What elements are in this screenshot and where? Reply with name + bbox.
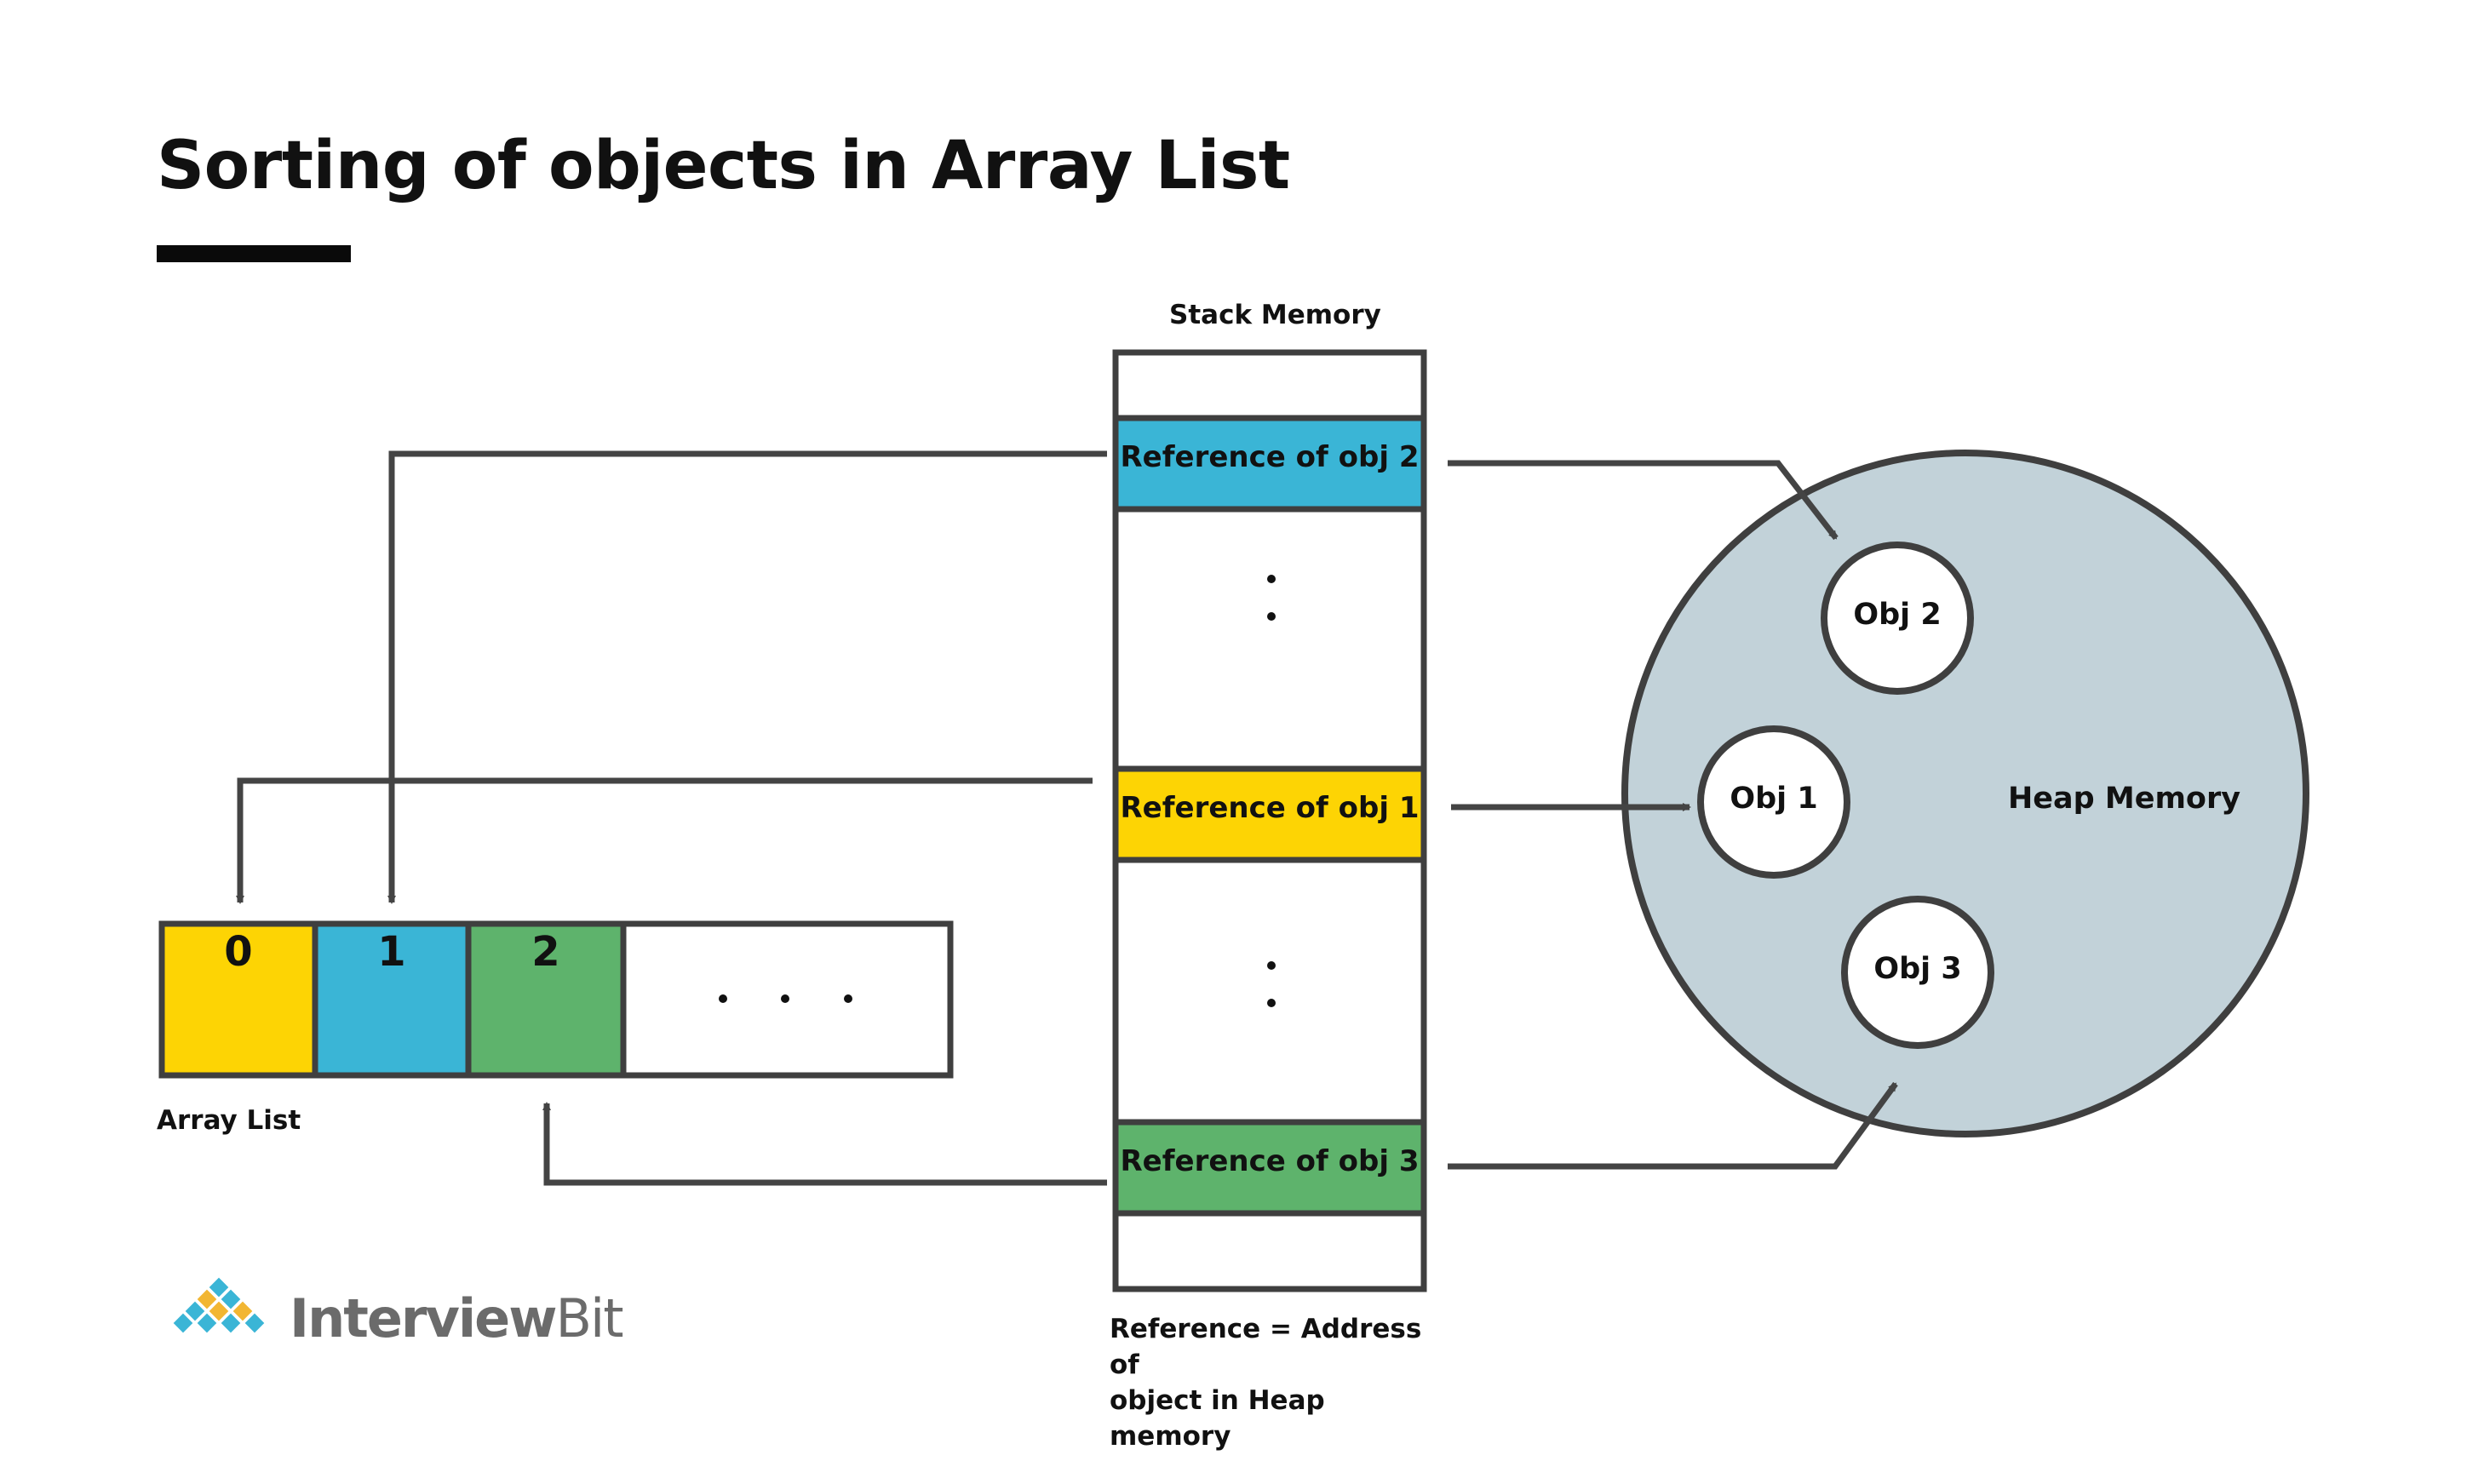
- array-list-label: Array List: [157, 1105, 301, 1136]
- arrow-ref1-to-index0: [236, 777, 1093, 904]
- stack-ref-obj1: [1112, 765, 1427, 863]
- array-ellipsis-dot: [719, 994, 727, 1003]
- array-cell-2: [465, 920, 627, 1079]
- reference-note: Reference = Address of object in Heap me…: [1110, 1311, 1450, 1454]
- heap-object-label: Obj 2: [1853, 598, 1942, 632]
- stack-ellipsis-dot: [1267, 575, 1276, 583]
- reference-note-line2: object in Heap memory: [1110, 1385, 1325, 1452]
- arrow-ref2-to-obj2: [1448, 460, 1839, 541]
- stack-ref-label: Reference of obj 1: [1120, 791, 1420, 825]
- array-index-label: 2: [531, 928, 560, 976]
- stack-ref-obj2: [1112, 415, 1427, 513]
- stack-ref-label: Reference of obj 3: [1120, 1144, 1420, 1178]
- heap-memory-area: [1621, 450, 2309, 1137]
- stack-ref-label: Reference of obj 2: [1120, 440, 1420, 474]
- array-cell-0: [158, 920, 318, 1079]
- stack-ellipsis-dot: [1267, 961, 1276, 970]
- array-index-label: 0: [224, 928, 253, 976]
- logo-text-bold: Interview: [290, 1287, 557, 1349]
- stack-memory-label: Stack Memory: [1169, 300, 1381, 330]
- heap-object-label: Obj 3: [1873, 952, 1962, 986]
- title-underline: [157, 245, 351, 262]
- stack-ellipsis-dot: [1267, 999, 1276, 1007]
- logo-text-regular: Bit: [555, 1287, 623, 1349]
- heap-object-obj1: [1697, 725, 1850, 879]
- heap-object-label: Obj 1: [1730, 782, 1818, 816]
- stack-ellipsis-dot: [1267, 612, 1276, 621]
- stack-ref-obj3: [1112, 1119, 1427, 1217]
- heap-object-obj2: [1821, 541, 1974, 695]
- heap-object-obj3: [1841, 896, 1994, 1049]
- array-ellipsis-dot: [781, 994, 789, 1003]
- array-index-label: 1: [377, 928, 406, 976]
- interviewbit-logo-text: InterviewBit: [290, 1287, 624, 1349]
- interviewbit-logo-icon: [170, 1275, 267, 1336]
- array-ellipsis-dot: [844, 994, 852, 1003]
- arrow-ref3-to-obj3: [1448, 1081, 1898, 1170]
- reference-note-line1: Reference = Address of: [1110, 1314, 1422, 1380]
- heap-memory-label: Heap Memory: [2008, 782, 2241, 816]
- array-cell-1: [312, 920, 472, 1079]
- arrow-ref2-to-index1: [387, 450, 1107, 904]
- page-title: Sorting of objects in Array List: [157, 128, 1290, 204]
- arrow-ref3-to-index2: [542, 1102, 1107, 1186]
